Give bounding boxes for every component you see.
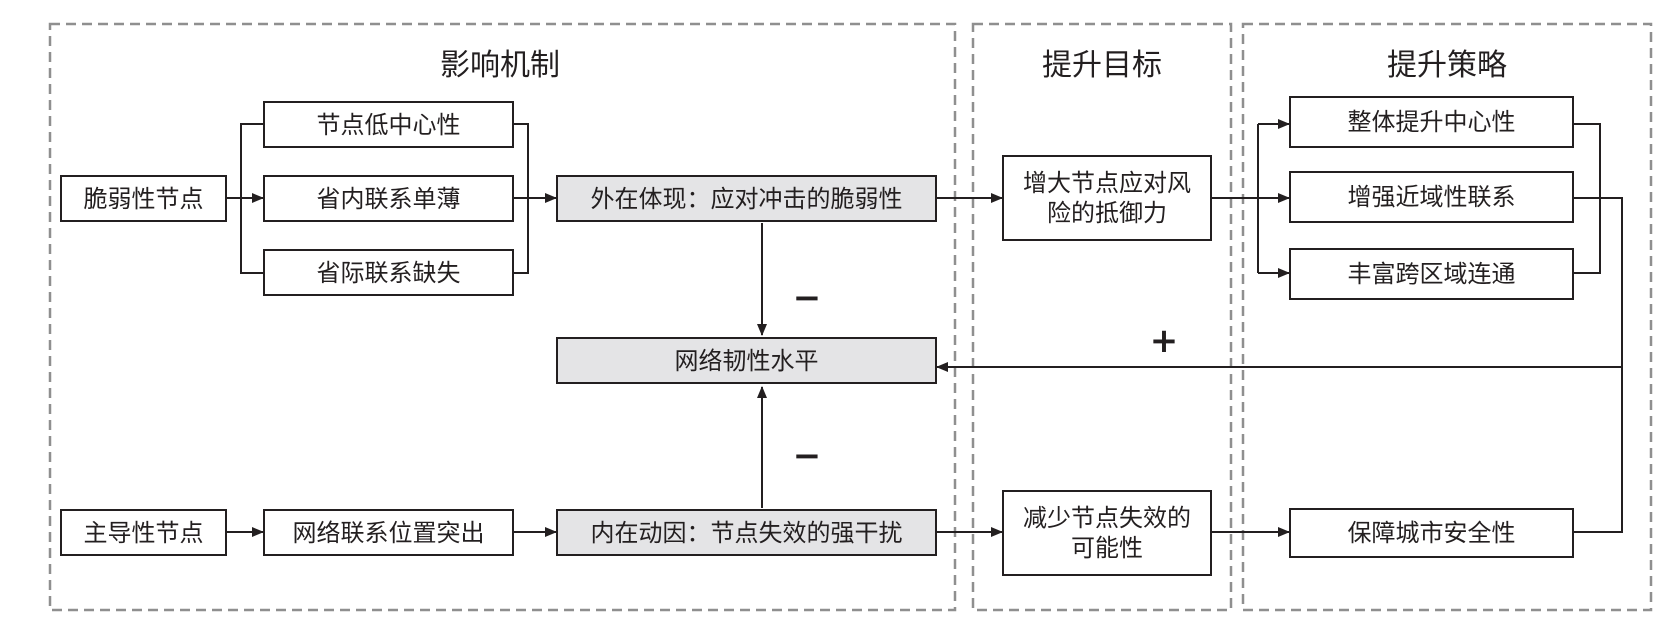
node-internal-interference: 内在动因：节点失效的强干扰 — [556, 509, 937, 556]
node-dominant: 主导性节点 — [60, 509, 227, 556]
node-vulnerable: 脆弱性节点 — [60, 175, 227, 222]
node-weak-intra-province: 省内联系单薄 — [263, 175, 514, 222]
node-network-resilience: 网络韧性水平 — [556, 337, 937, 384]
node-strategy-security: 保障城市安全性 — [1289, 508, 1574, 558]
section-title-mechanism: 影响机制 — [440, 48, 560, 84]
node-prominent-position: 网络联系位置突出 — [263, 509, 514, 556]
section-title-strategy: 提升策略 — [1387, 48, 1507, 84]
node-missing-inter-province: 省际联系缺失 — [263, 249, 514, 296]
connector-strategy-feedback — [1574, 197, 1623, 533]
node-target-reduce-failure: 减少节点失效的可能性 — [1002, 490, 1212, 576]
section-title-target: 提升目标 — [1042, 48, 1162, 84]
node-strategy-proximity: 增强近域性联系 — [1289, 171, 1574, 223]
section-frame-target — [971, 22, 1233, 612]
node-strategy-centrality: 整体提升中心性 — [1289, 96, 1574, 148]
sign-strategy-positive: + — [1149, 320, 1179, 361]
node-low-centrality: 节点低中心性 — [263, 101, 514, 148]
sign-upper-negative: − — [792, 277, 822, 318]
section-frame-mechanism — [48, 22, 957, 612]
node-external-vulnerability: 外在体现：应对冲击的脆弱性 — [556, 175, 937, 222]
node-strategy-cross-region: 丰富跨区域连通 — [1289, 248, 1574, 300]
node-target-resistance: 增大节点应对风险的抵御力 — [1002, 155, 1212, 241]
sign-lower-negative: − — [792, 435, 822, 476]
